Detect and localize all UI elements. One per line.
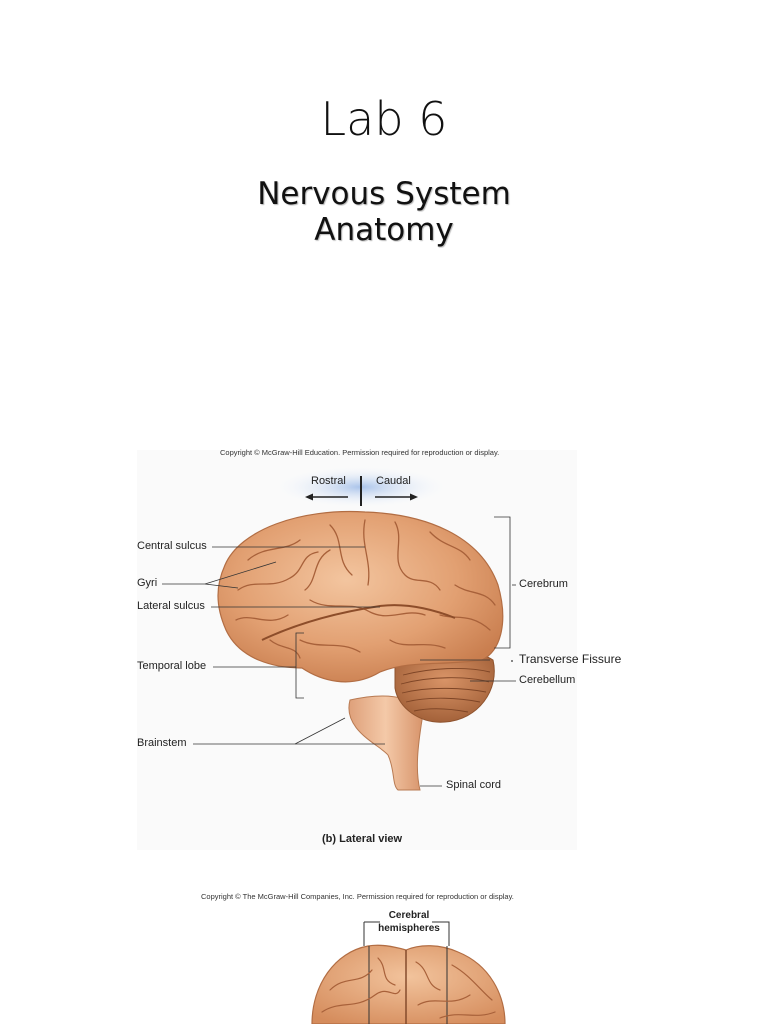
- leader-lines: [162, 546, 516, 787]
- cerebellum-label: Cerebellum: [519, 674, 576, 686]
- cerebrum-shape: [217, 510, 504, 683]
- cerebral-hemispheres-label: Cerebral hemispheres: [370, 909, 448, 935]
- slide-subtitle: Nervous System Anatomy: [0, 176, 768, 248]
- caudal-arrowhead: [410, 493, 418, 501]
- central-sulcus-label: Central sulcus: [137, 540, 207, 552]
- figure1-caption: (b) Lateral view: [322, 833, 403, 845]
- temporal-lobe-bracket: [295, 632, 304, 699]
- rostral-label: Rostral: [311, 475, 346, 487]
- spinal-cord-label: Spinal cord: [446, 779, 502, 791]
- figure1-copyright: Copyright © McGraw-Hill Education. Permi…: [220, 448, 500, 457]
- cerebral-hemispheres-line-2: hemispheres: [378, 923, 440, 934]
- transverse-fissure-dot: [511, 660, 513, 662]
- superior-gyri: [321, 957, 496, 1019]
- slide-title: Lab 6: [320, 92, 448, 146]
- cerebrum-gyri: [235, 519, 496, 659]
- cerebellum-folia: [400, 667, 491, 713]
- cerebrum-bracket: [494, 516, 511, 649]
- brainstem-label: Brainstem: [137, 737, 187, 749]
- rostral-arrowhead: [305, 493, 313, 501]
- gyri-label: Gyri: [137, 577, 158, 589]
- temporal-lobe-label: Temporal lobe: [137, 660, 207, 672]
- cerebral-hemispheres-line-1: Cerebral: [388, 910, 430, 921]
- transverse-fissure-label: Transverse Fissure: [519, 652, 622, 666]
- subtitle-line-2: Anatomy: [314, 212, 454, 248]
- figure2-copyright: Copyright © The McGraw-Hill Companies, I…: [201, 892, 514, 901]
- caudal-label: Caudal: [376, 475, 411, 487]
- subtitle-line-1: Nervous System: [257, 176, 511, 212]
- lateral-sulcus-label: Lateral sulcus: [137, 600, 205, 612]
- hemisphere-bracket-right: [364, 921, 450, 946]
- cerebrum-label: Cerebrum: [519, 578, 568, 590]
